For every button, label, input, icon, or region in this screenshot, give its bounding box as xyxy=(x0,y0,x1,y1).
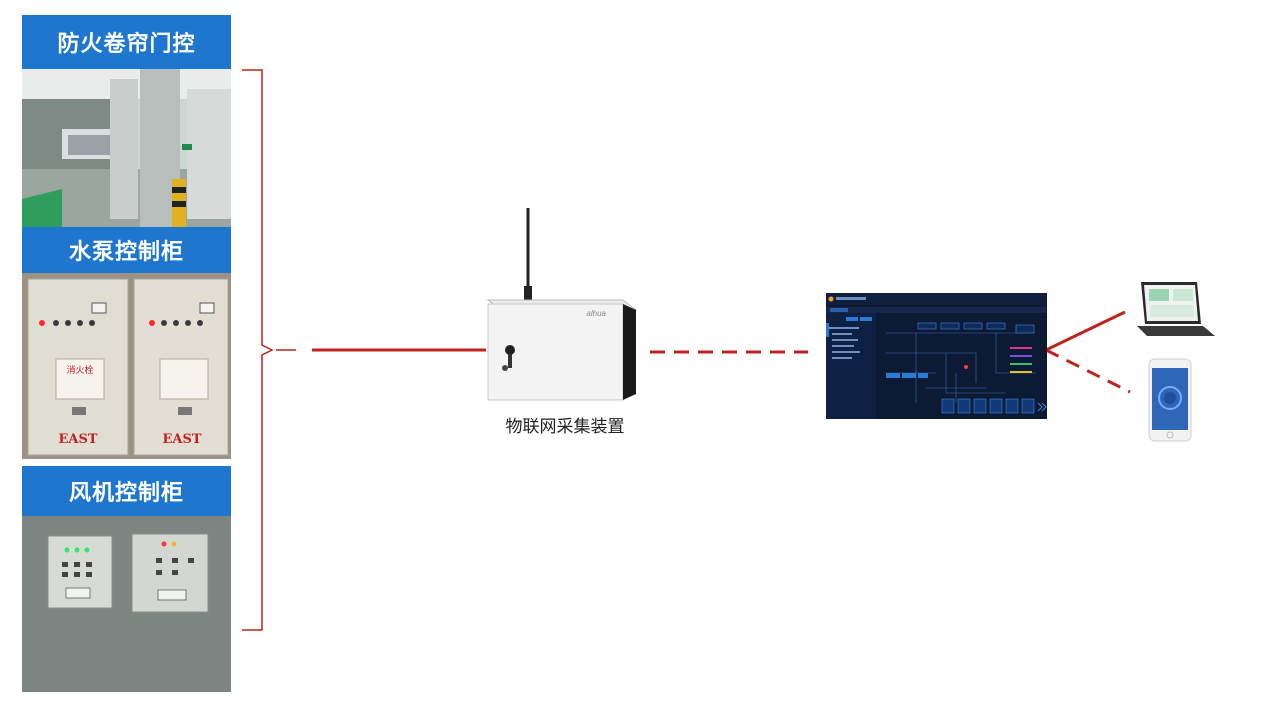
monitoring-platform-screenshot xyxy=(826,293,1047,419)
lock-icon xyxy=(505,345,515,355)
smartphone-icon xyxy=(1148,358,1192,442)
cabinet-brand-right: EAST xyxy=(162,432,201,447)
fan-cabinet-photo xyxy=(22,516,231,692)
panel-water-pump: 水泵控制柜 消火栓 EAST EAST xyxy=(22,227,231,459)
fire-shutter-photo xyxy=(22,69,231,227)
cabinet-tag-1: 消火栓 xyxy=(66,364,93,376)
iot-collector-device: alhua xyxy=(478,200,648,405)
laptop-icon xyxy=(1133,280,1215,340)
panel-title: 水泵控制柜 xyxy=(22,227,231,273)
panel-fan-control: 风机控制柜 xyxy=(22,466,231,692)
panel-title: 防火卷帘门控 xyxy=(22,15,231,69)
cabinet-brand-left: EAST xyxy=(58,432,97,447)
link-platform-to-laptop xyxy=(1045,310,1126,352)
device-brand: alhua xyxy=(586,309,606,318)
link-platform-to-phone xyxy=(1045,348,1131,394)
water-pump-cabinet-photo: 消火栓 EAST EAST xyxy=(22,273,231,459)
device-label: 物联网采集装置 xyxy=(505,417,625,437)
panel-title: 风机控制柜 xyxy=(22,466,231,516)
panel-fire-shutter: 防火卷帘门控 xyxy=(22,15,231,227)
panel-bracket xyxy=(242,69,274,631)
